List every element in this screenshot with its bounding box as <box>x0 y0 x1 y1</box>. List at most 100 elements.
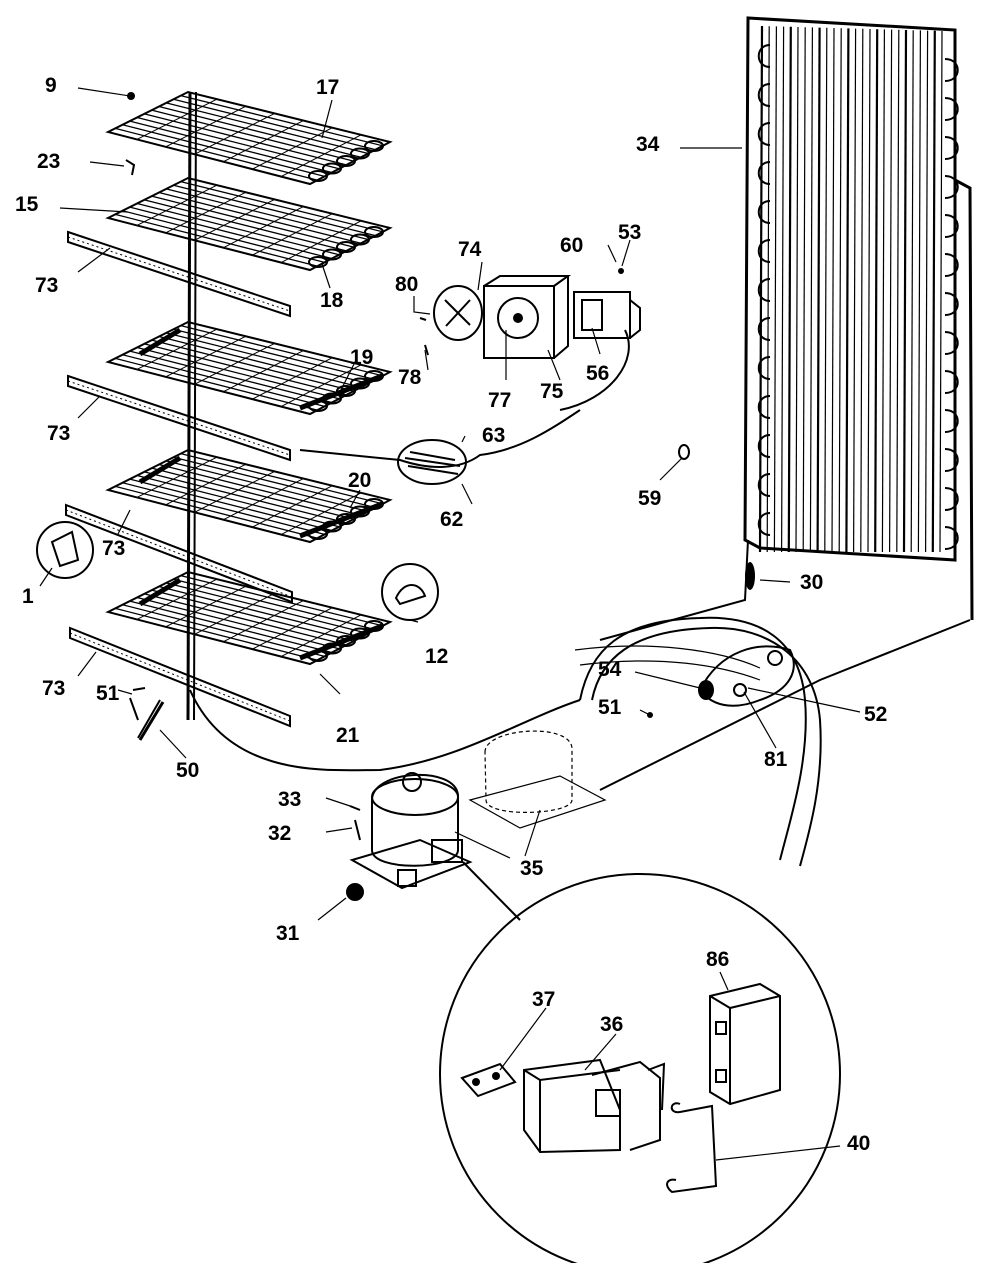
condenser-bend-left <box>757 161 771 185</box>
shelf-crosswire <box>136 456 218 498</box>
label-part-73-b: 73 <box>47 422 70 445</box>
shelf-tube-bend <box>364 140 384 152</box>
shelf-wire <box>158 585 362 638</box>
label-part-78: 78 <box>398 366 422 389</box>
shelf-wire <box>158 335 362 388</box>
shelf-wire <box>144 113 347 166</box>
shelf-crosswire <box>223 350 304 393</box>
shelf-wire <box>173 456 376 509</box>
condenser-wire <box>802 27 806 553</box>
shelf-wire <box>144 593 347 646</box>
condenser-wire <box>831 27 835 553</box>
condenser-bend-right <box>944 370 959 394</box>
shelf-crosswire <box>165 585 246 628</box>
condenser-wire <box>780 26 785 553</box>
shelf-crosswire <box>280 220 362 264</box>
label-part-35: 35 <box>520 857 544 880</box>
shelf-wire <box>129 600 332 654</box>
shelf-crosswire <box>280 614 362 658</box>
shelf-tube-bend <box>308 170 328 182</box>
wire-shelf <box>105 90 393 186</box>
label-part-73-c: 73 <box>102 537 125 560</box>
condenser-bend-left <box>757 317 771 341</box>
shelf-wire <box>151 339 354 392</box>
shelf-wire <box>144 199 347 252</box>
shelf-wire <box>136 346 340 400</box>
shelf-wire <box>158 191 362 244</box>
condenser-bend-right <box>944 214 959 238</box>
shelf-frame <box>105 448 393 544</box>
condenser-wire <box>795 26 799 553</box>
label-part-81: 81 <box>764 748 788 771</box>
condenser-bend-right <box>944 409 959 433</box>
shelf-wire <box>166 332 369 385</box>
condenser-bend-left <box>757 122 771 146</box>
label-part-53: 53 <box>618 221 641 244</box>
condenser-coil <box>599 16 974 791</box>
shelf-wire <box>173 328 376 381</box>
fan-motor-assembly <box>433 275 641 411</box>
shelf-crosswire <box>280 134 362 178</box>
condenser-wire <box>939 30 943 553</box>
label-part-33: 33 <box>278 788 301 811</box>
condenser-wire <box>852 28 857 553</box>
condenser-bend-left <box>757 83 771 107</box>
shelf-wire <box>136 596 340 650</box>
shelf-wire <box>151 467 354 520</box>
shelf-wire <box>115 213 318 267</box>
label-part-74: 74 <box>458 238 482 261</box>
shelf-wire <box>166 582 369 635</box>
label-part-19: 19 <box>350 346 373 369</box>
shelf-bar <box>299 373 383 411</box>
shelf-wire <box>180 95 383 147</box>
label-part-59: 59 <box>638 487 661 510</box>
label-part-30: 30 <box>800 571 823 594</box>
label-part-20: 20 <box>348 469 371 492</box>
shelf-tube-bend <box>322 162 342 175</box>
label-part-86: 86 <box>706 948 729 971</box>
shelf-wire <box>144 343 347 396</box>
shelf-crosswire <box>252 485 333 528</box>
condenser-wire <box>787 26 792 553</box>
shelf-wire <box>180 325 383 377</box>
condenser-wire <box>773 26 778 553</box>
condenser-wire <box>888 29 893 553</box>
shelf-wire <box>129 478 332 532</box>
shelf-crosswire <box>252 213 333 256</box>
shelf-rail <box>67 230 291 318</box>
condenser-wire <box>824 27 828 553</box>
label-part-56: 56 <box>586 362 609 385</box>
shelf-bar <box>299 623 383 661</box>
condenser-bend-right <box>944 292 959 316</box>
label-part-15: 15 <box>15 193 39 216</box>
condenser-bend-left <box>757 473 771 497</box>
condenser-wire <box>931 30 936 553</box>
condenser-bend-right <box>944 253 959 277</box>
shelf-wire <box>129 120 332 174</box>
condenser-bend-left <box>757 44 771 68</box>
shelf-crosswire <box>223 600 304 643</box>
label-part-23: 23 <box>37 150 60 173</box>
shelf-wire <box>122 124 325 177</box>
condenser-wire <box>910 30 914 553</box>
shelf-wire <box>173 98 376 151</box>
shelf-wire <box>136 474 340 528</box>
label-part-50: 50 <box>176 759 199 782</box>
shelf-rail-texture <box>67 380 291 456</box>
shelf-wire <box>144 471 347 524</box>
drier-filter <box>698 645 795 707</box>
shelf-crosswire <box>252 607 333 650</box>
shelf-wire <box>129 206 332 260</box>
small-parts <box>125 92 755 901</box>
condenser-wire <box>924 30 929 553</box>
shelf-wire <box>115 357 318 411</box>
condenser-bend-right <box>944 175 959 199</box>
condenser-bend-left <box>757 395 771 419</box>
shelf-rail <box>67 374 291 462</box>
shelf-wire <box>122 482 325 535</box>
condenser-bend-left <box>757 356 771 380</box>
label-part-12: 12 <box>425 645 448 668</box>
shelf-wire <box>122 210 325 263</box>
label-part-77: 77 <box>488 389 511 412</box>
